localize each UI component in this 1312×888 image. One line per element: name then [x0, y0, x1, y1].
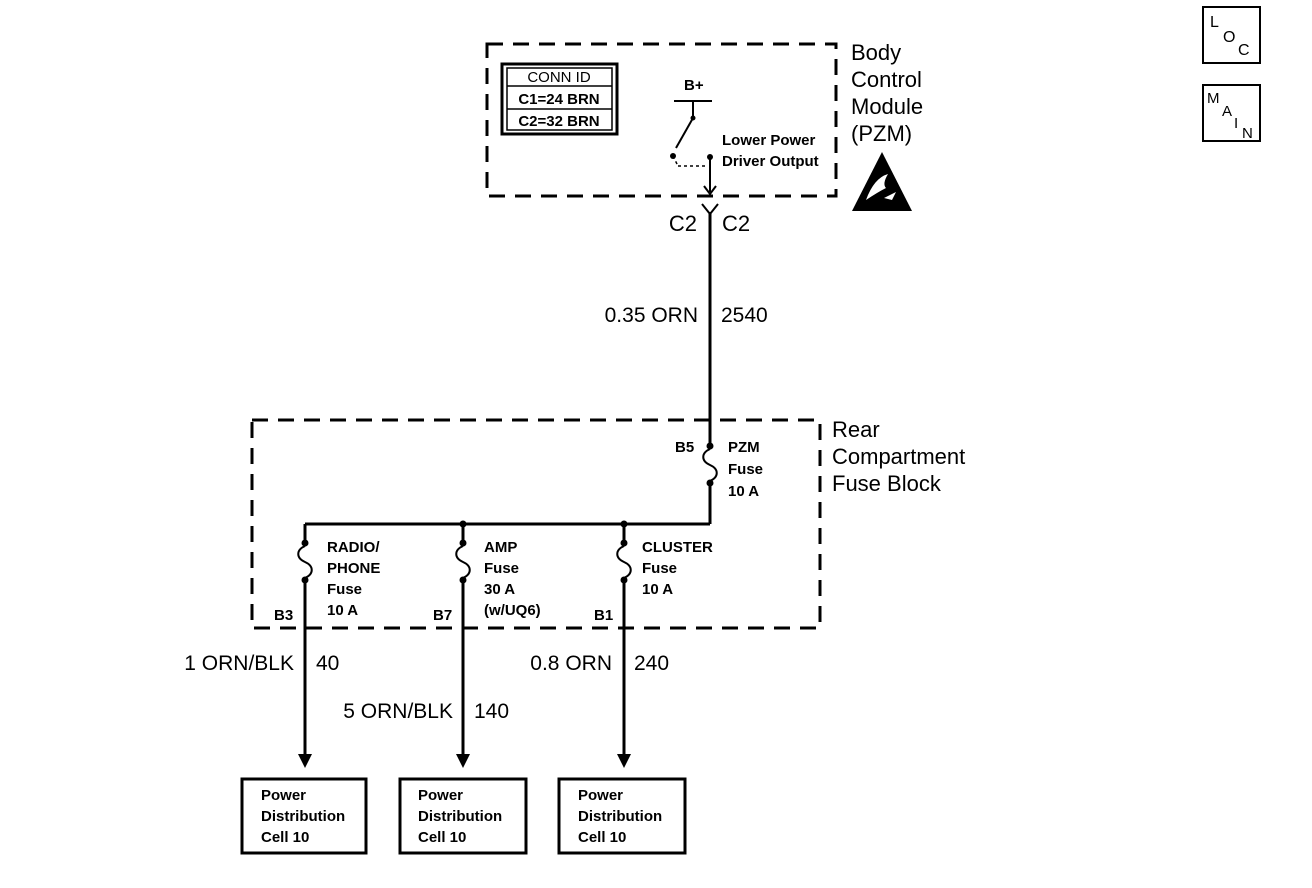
b-plus-label: B+ — [684, 77, 704, 94]
radio-fuse-pin: B3 — [274, 607, 293, 624]
esd-warning-icon — [852, 152, 912, 211]
svg-text:AMP: AMP — [484, 539, 517, 556]
svg-text:Rear: Rear — [832, 417, 880, 442]
power-distribution-box-1[interactable]: Power Distribution Cell 10 — [240, 777, 368, 855]
svg-text:PZM: PZM — [728, 439, 760, 456]
c2-right-label: C2 — [722, 211, 750, 236]
svg-text:Power: Power — [578, 787, 623, 804]
svg-text:PHONE: PHONE — [327, 560, 380, 577]
svg-text:M: M — [1207, 90, 1220, 107]
svg-text:10 A: 10 A — [642, 581, 673, 598]
svg-text:Cell 10: Cell 10 — [261, 829, 309, 846]
power-distribution-box-2[interactable]: Power Distribution Cell 10 — [398, 777, 528, 855]
bcm-box — [485, 42, 838, 198]
svg-text:N: N — [1242, 125, 1253, 142]
svg-text:RADIO/: RADIO/ — [327, 539, 380, 556]
svg-text:Control: Control — [851, 67, 922, 92]
driver-switch: B+ — [670, 77, 717, 196]
cluster-fuse-pin: B1 — [594, 607, 613, 624]
svg-text:(PZM): (PZM) — [851, 121, 912, 146]
svg-text:Distribution: Distribution — [261, 808, 345, 825]
wire-2540-circuit: 2540 — [721, 304, 768, 327]
power-distribution-box-3[interactable]: Power Distribution Cell 10 — [557, 777, 687, 855]
svg-text:Driver Output: Driver Output — [722, 153, 819, 170]
c2-left-label: C2 — [669, 211, 697, 236]
pzm-fuse: B5 PZM Fuse 10 A — [675, 439, 763, 524]
svg-text:A: A — [1222, 103, 1232, 120]
svg-text:10 A: 10 A — [327, 602, 358, 619]
svg-text:140: 140 — [474, 700, 509, 723]
amp-fuse-pin: B7 — [433, 607, 452, 624]
svg-text:Distribution: Distribution — [578, 808, 662, 825]
svg-text:40: 40 — [316, 652, 339, 675]
loc-icon[interactable]: L O C — [1202, 6, 1261, 64]
fuse-block-title: Rear Compartment Fuse Block — [832, 417, 965, 496]
svg-text:0.8 ORN: 0.8 ORN — [530, 652, 612, 675]
svg-text:Power: Power — [418, 787, 463, 804]
radio-phone-fuse: RADIO/ PHONE Fuse 10 A B3 — [274, 524, 380, 624]
svg-text:Fuse: Fuse — [728, 461, 763, 478]
svg-text:1 ORN/BLK: 1 ORN/BLK — [184, 652, 294, 675]
svg-text:Distribution: Distribution — [418, 808, 502, 825]
svg-text:I: I — [1234, 115, 1238, 132]
main-icon[interactable]: M A I N — [1202, 84, 1261, 142]
pzm-fuse-pin: B5 — [675, 439, 694, 456]
svg-text:10 A: 10 A — [728, 483, 759, 500]
conn-c1: C1=24 BRN — [518, 91, 599, 108]
svg-text:L: L — [1210, 14, 1219, 31]
svg-text:Body: Body — [851, 40, 901, 65]
svg-text:Fuse: Fuse — [327, 581, 362, 598]
svg-text:5 ORN/BLK: 5 ORN/BLK — [343, 700, 453, 723]
svg-text:(w/UQ6): (w/UQ6) — [484, 602, 541, 619]
svg-text:O: O — [1223, 29, 1235, 46]
svg-text:Fuse: Fuse — [484, 560, 519, 577]
svg-text:CLUSTER: CLUSTER — [642, 539, 713, 556]
svg-text:Compartment: Compartment — [832, 444, 965, 469]
svg-text:Lower Power: Lower Power — [722, 132, 816, 149]
cluster-fuse: CLUSTER Fuse 10 A B1 — [594, 524, 713, 624]
svg-text:Power: Power — [261, 787, 306, 804]
svg-text:30 A: 30 A — [484, 581, 515, 598]
conn-id-table: CONN ID C1=24 BRN C2=32 BRN — [500, 62, 619, 136]
driver-output-label: Lower Power Driver Output — [722, 132, 819, 170]
output-wire-40: 1 ORN/BLK 40 — [184, 582, 339, 768]
svg-text:Cell 10: Cell 10 — [418, 829, 466, 846]
svg-text:Fuse: Fuse — [642, 560, 677, 577]
svg-text:C: C — [1238, 42, 1250, 59]
svg-text:Fuse Block: Fuse Block — [832, 471, 942, 496]
bcm-title: Body Control Module (PZM) — [851, 40, 923, 146]
amp-fuse: AMP Fuse 30 A (w/UQ6) B7 — [433, 524, 541, 624]
wire-2540-gauge: 0.35 ORN — [605, 304, 698, 327]
c2-connector: C2 C2 — [669, 203, 750, 236]
svg-text:Module: Module — [851, 94, 923, 119]
output-wire-140: 5 ORN/BLK 140 — [343, 582, 509, 768]
output-wire-240: 0.8 ORN 240 — [530, 582, 669, 768]
conn-c2: C2=32 BRN — [518, 113, 599, 130]
svg-text:Cell 10: Cell 10 — [578, 829, 626, 846]
conn-id-title: CONN ID — [527, 69, 591, 86]
svg-text:240: 240 — [634, 652, 669, 675]
